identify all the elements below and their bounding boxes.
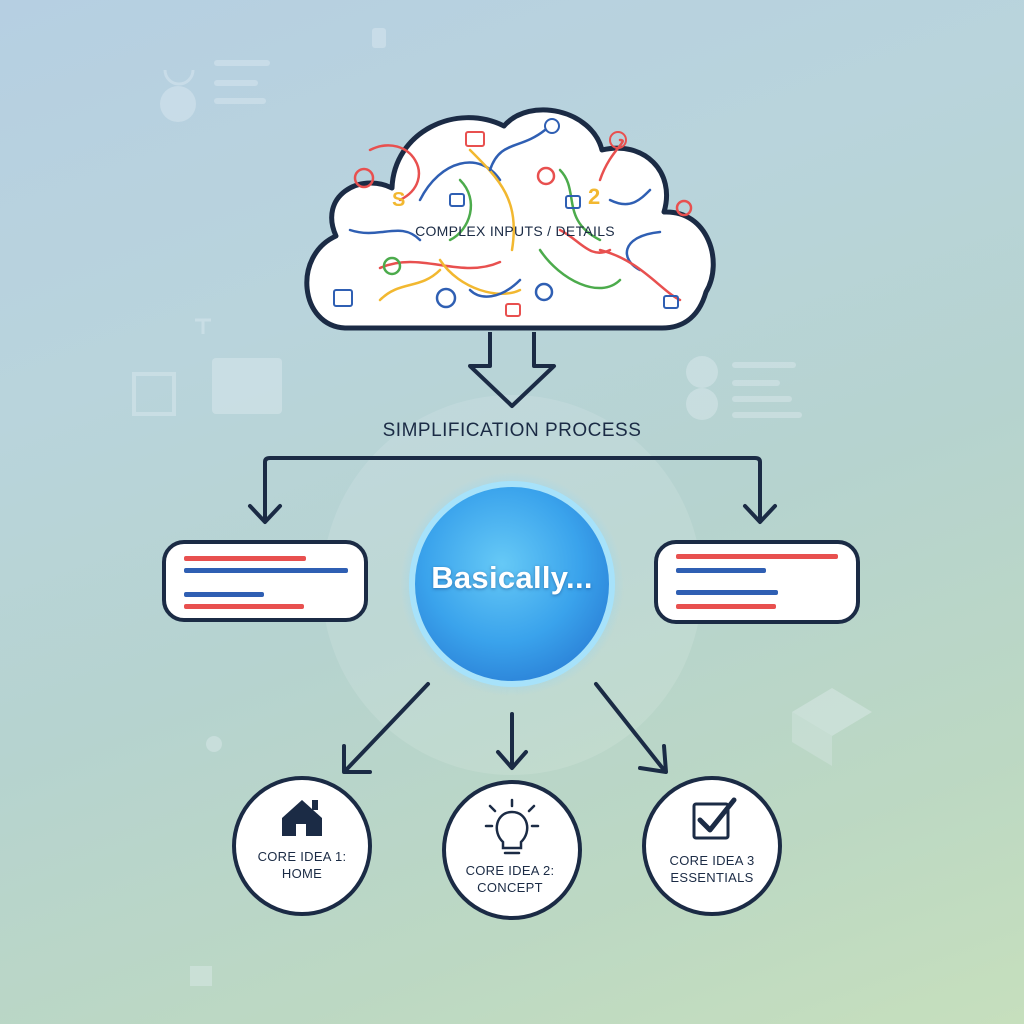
down-arrow xyxy=(468,332,556,408)
branch-connectors xyxy=(248,456,777,524)
core-idea-1-node xyxy=(232,776,372,916)
core-label: Basically... xyxy=(431,560,593,595)
process-label: SIMPLIFICATION PROCESS xyxy=(382,420,642,441)
complex-inputs-cloud: 2 S xyxy=(304,107,716,331)
core-idea-2-node xyxy=(442,780,582,920)
core-summary-circle xyxy=(400,472,624,696)
core-idea-2-label-line: CONCEPT xyxy=(477,880,543,895)
lightbulb-icon xyxy=(484,798,540,855)
core-idea-3-label-line: ESSENTIALS xyxy=(670,870,754,885)
core-idea-1-label-line: CORE IDEA 1: xyxy=(257,849,347,864)
home-icon xyxy=(282,800,322,836)
left-summary-card xyxy=(162,540,368,622)
core-idea-3-label: CORE IDEA 3 ESSENTIALS xyxy=(652,852,772,886)
core-idea-3-label-line: CORE IDEA 3 xyxy=(669,853,755,868)
core-idea-1-label-line: HOME xyxy=(281,866,323,881)
core-idea-1-label: CORE IDEA 1: HOME xyxy=(242,848,362,882)
svg-text:2: 2 xyxy=(588,184,600,209)
core-idea-3-node xyxy=(642,776,782,916)
checkbox-icon xyxy=(692,797,737,840)
svg-text:S: S xyxy=(392,189,405,211)
right-summary-card xyxy=(654,540,860,624)
core-idea-2-label-line: CORE IDEA 2: xyxy=(465,863,555,878)
cloud-label: COMPLEX INPUTS / DETAILS xyxy=(415,223,615,239)
idea-arrows xyxy=(342,682,668,774)
core-idea-2-label: CORE IDEA 2: CONCEPT xyxy=(450,862,570,896)
